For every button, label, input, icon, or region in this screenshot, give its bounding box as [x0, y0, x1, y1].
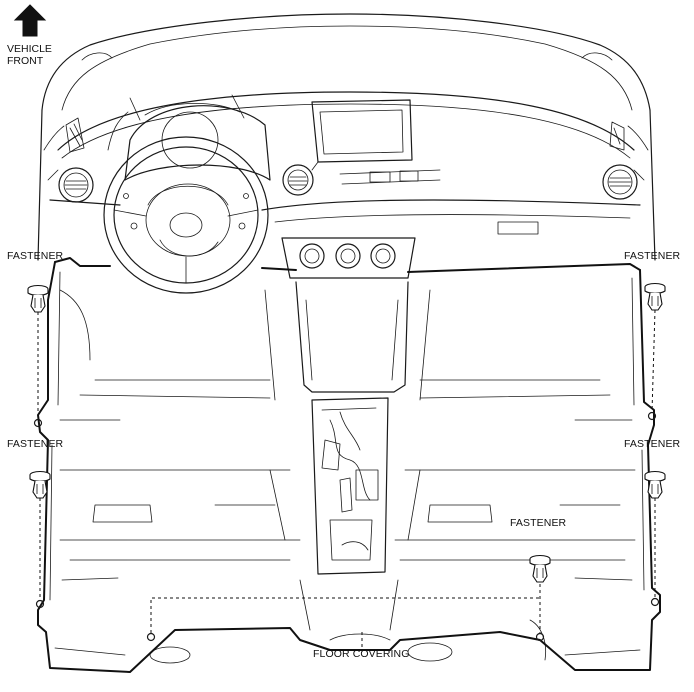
fastener-label: FASTENER — [510, 517, 567, 529]
fastener-icon — [27, 284, 49, 313]
center-display — [311, 99, 413, 171]
vehicle-body-outline — [37, 13, 656, 261]
fastener-label: FASTENER — [624, 438, 681, 450]
right-air-vent — [602, 121, 638, 200]
fastener-icon — [29, 470, 51, 499]
center-air-vent — [282, 164, 441, 196]
vehicle-front-label: VEHICLE FRONT — [7, 43, 52, 67]
fastener-icon — [529, 554, 551, 583]
vehicle-front-line1: VEHICLE — [7, 43, 52, 55]
instrument-cluster — [107, 94, 271, 181]
fastener-label: FASTENER — [7, 250, 64, 262]
up-arrow-icon — [13, 4, 47, 37]
vehicle-front-line2: FRONT — [7, 55, 44, 67]
fastener-icon — [644, 470, 666, 499]
fastener-label: FASTENER — [624, 250, 681, 262]
floor-covering-label: FLOOR COVERING — [313, 648, 410, 660]
steering-wheel — [103, 136, 269, 294]
fastener-icon — [644, 282, 666, 311]
climate-controls — [281, 221, 539, 279]
fastener-holes — [33, 411, 660, 642]
floor-covering-outline — [37, 257, 661, 673]
floor-interior — [59, 289, 636, 664]
left-air-vent — [58, 117, 94, 203]
fastener-leader-lines — [37, 309, 656, 648]
center-console — [295, 281, 409, 575]
fastener-label: FASTENER — [7, 438, 64, 450]
